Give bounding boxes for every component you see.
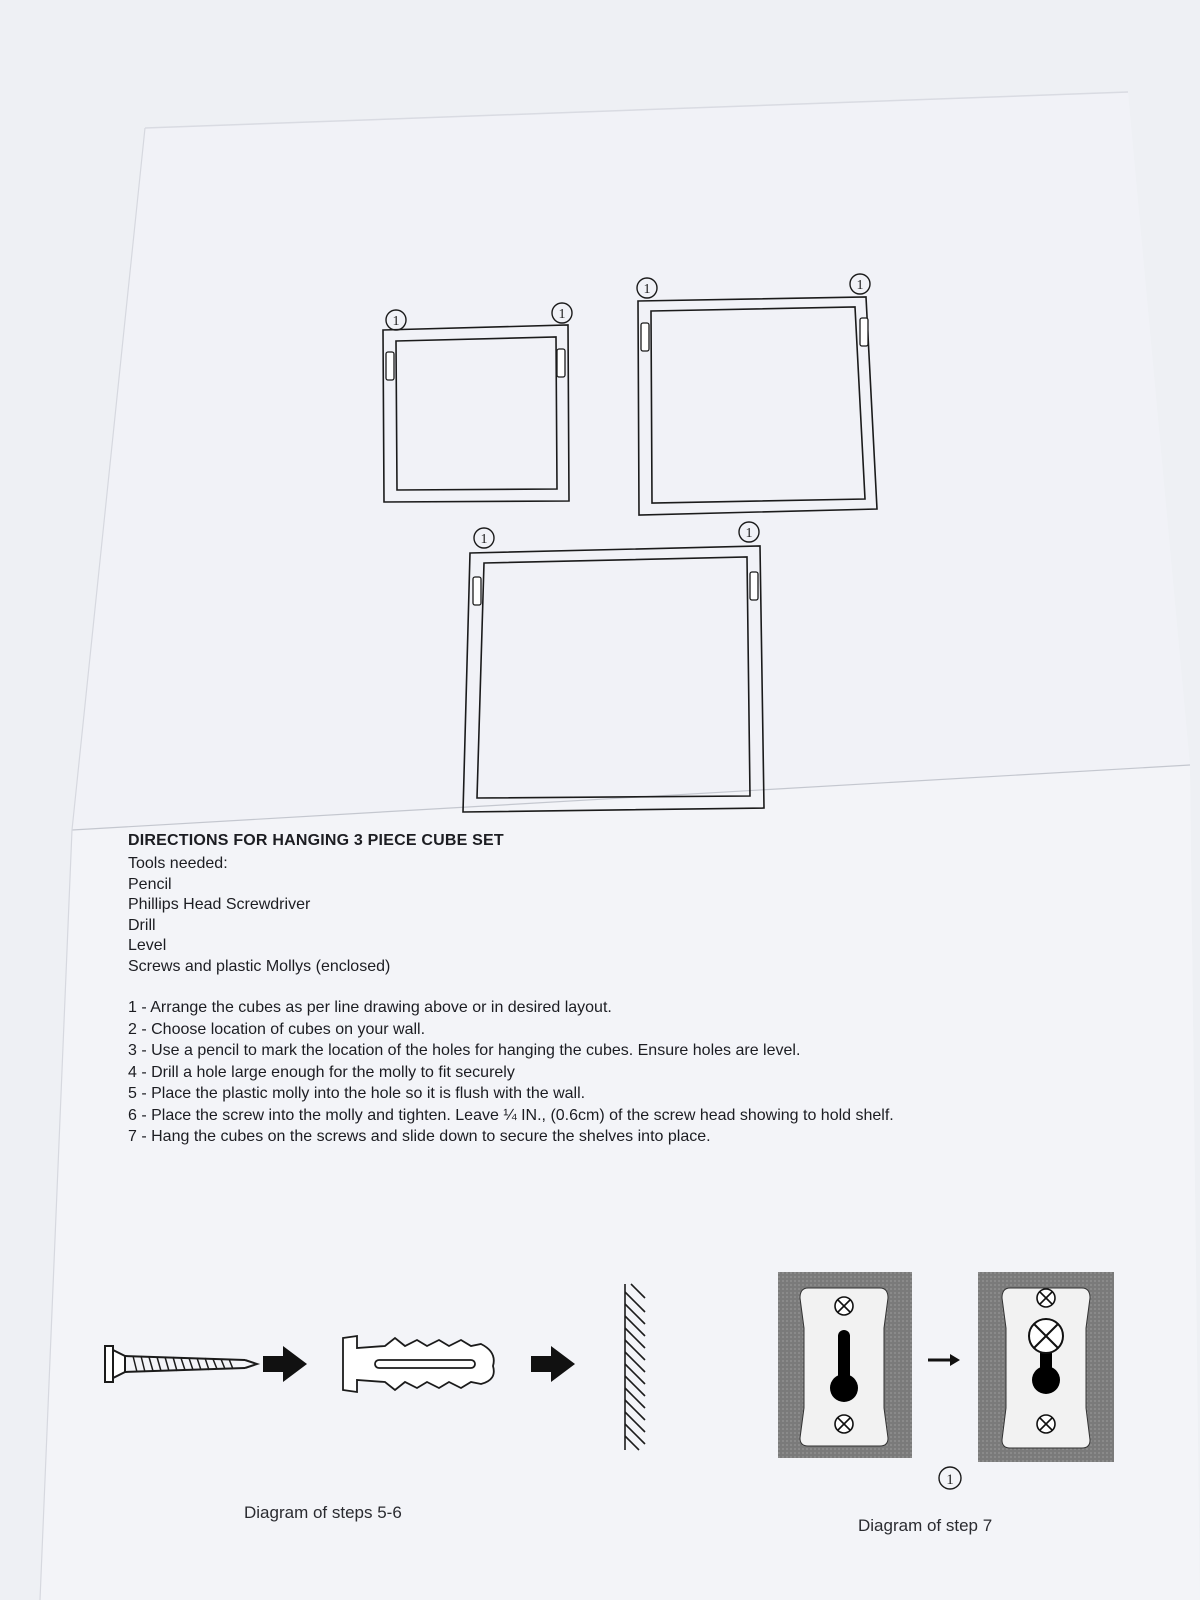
tool-item: Phillips Head Screwdriver bbox=[128, 896, 311, 913]
keyhole-bracket-icon bbox=[556, 348, 566, 378]
step-item: 5 - Place the plastic molly into the hol… bbox=[128, 1085, 586, 1102]
caption-steps-5-6: Diagram of steps 5-6 bbox=[244, 1503, 402, 1522]
directions-text: DIRECTIONS FOR HANGING 3 PIECE CUBE SET … bbox=[128, 832, 1128, 1148]
directions-title: DIRECTIONS FOR HANGING 3 PIECE CUBE SET bbox=[128, 832, 504, 849]
tools-heading: Tools needed: bbox=[128, 855, 228, 872]
step-item: 7 - Hang the cubes on the screws and sli… bbox=[128, 1128, 711, 1145]
step-item: 4 - Drill a hole large enough for the mo… bbox=[128, 1063, 515, 1081]
step-item: 3 - Use a pencil to mark the location of… bbox=[128, 1042, 801, 1059]
caption-step-7: Diagram of step 7 bbox=[858, 1516, 993, 1535]
step-item: 1 - Arrange the cubes as per line drawin… bbox=[128, 999, 612, 1016]
marker-label: 1 bbox=[481, 532, 488, 547]
arrow-right-icon bbox=[928, 1354, 960, 1366]
wall-hatch-icon bbox=[624, 1283, 646, 1451]
keyhole-bracket-icon bbox=[472, 576, 482, 606]
tool-item: Level bbox=[128, 937, 167, 954]
marker-label: 1 bbox=[644, 282, 651, 297]
tools-list: Tools needed: Pencil Phillips Head Screw… bbox=[128, 854, 1128, 977]
keyhole-bracket-icon bbox=[749, 571, 759, 601]
keyhole-bracket-icon bbox=[859, 317, 869, 347]
tool-item: Drill bbox=[128, 916, 156, 934]
cube-large bbox=[462, 545, 765, 813]
tool-item: Screws and plastic Mollys (enclosed) bbox=[128, 957, 391, 975]
marker-label: 1 bbox=[946, 1472, 954, 1488]
marker-label: 1 bbox=[393, 314, 400, 329]
diagram-step-7: 1 bbox=[778, 1272, 1114, 1490]
marker-label: 1 bbox=[857, 278, 864, 293]
cube-medium bbox=[637, 296, 878, 516]
step-item: 2 - Choose location of cubes on your wal… bbox=[128, 1020, 426, 1038]
marker-label: 1 bbox=[746, 526, 753, 541]
arrow-right-icon bbox=[263, 1346, 307, 1382]
screw-icon bbox=[104, 1345, 261, 1383]
keyhole-bracket-icon bbox=[640, 322, 650, 352]
keyhole-bracket-icon bbox=[978, 1272, 1114, 1462]
arrow-right-icon bbox=[531, 1346, 575, 1382]
plastic-molly-icon bbox=[342, 1334, 495, 1394]
step-item: 6 - Place the screw into the molly and t… bbox=[128, 1106, 894, 1124]
keyhole-bracket-icon bbox=[385, 351, 395, 381]
steps-list: 1 - Arrange the cubes as per line drawin… bbox=[128, 997, 1128, 1148]
cube-layout-drawing: 1 1 1 1 1 1 bbox=[382, 273, 878, 813]
tool-item: Pencil bbox=[128, 875, 172, 893]
cube-small bbox=[382, 324, 570, 503]
keyhole-bracket-icon bbox=[778, 1272, 912, 1458]
marker-label: 1 bbox=[559, 307, 566, 322]
diagram-steps-5-6 bbox=[104, 1283, 646, 1451]
